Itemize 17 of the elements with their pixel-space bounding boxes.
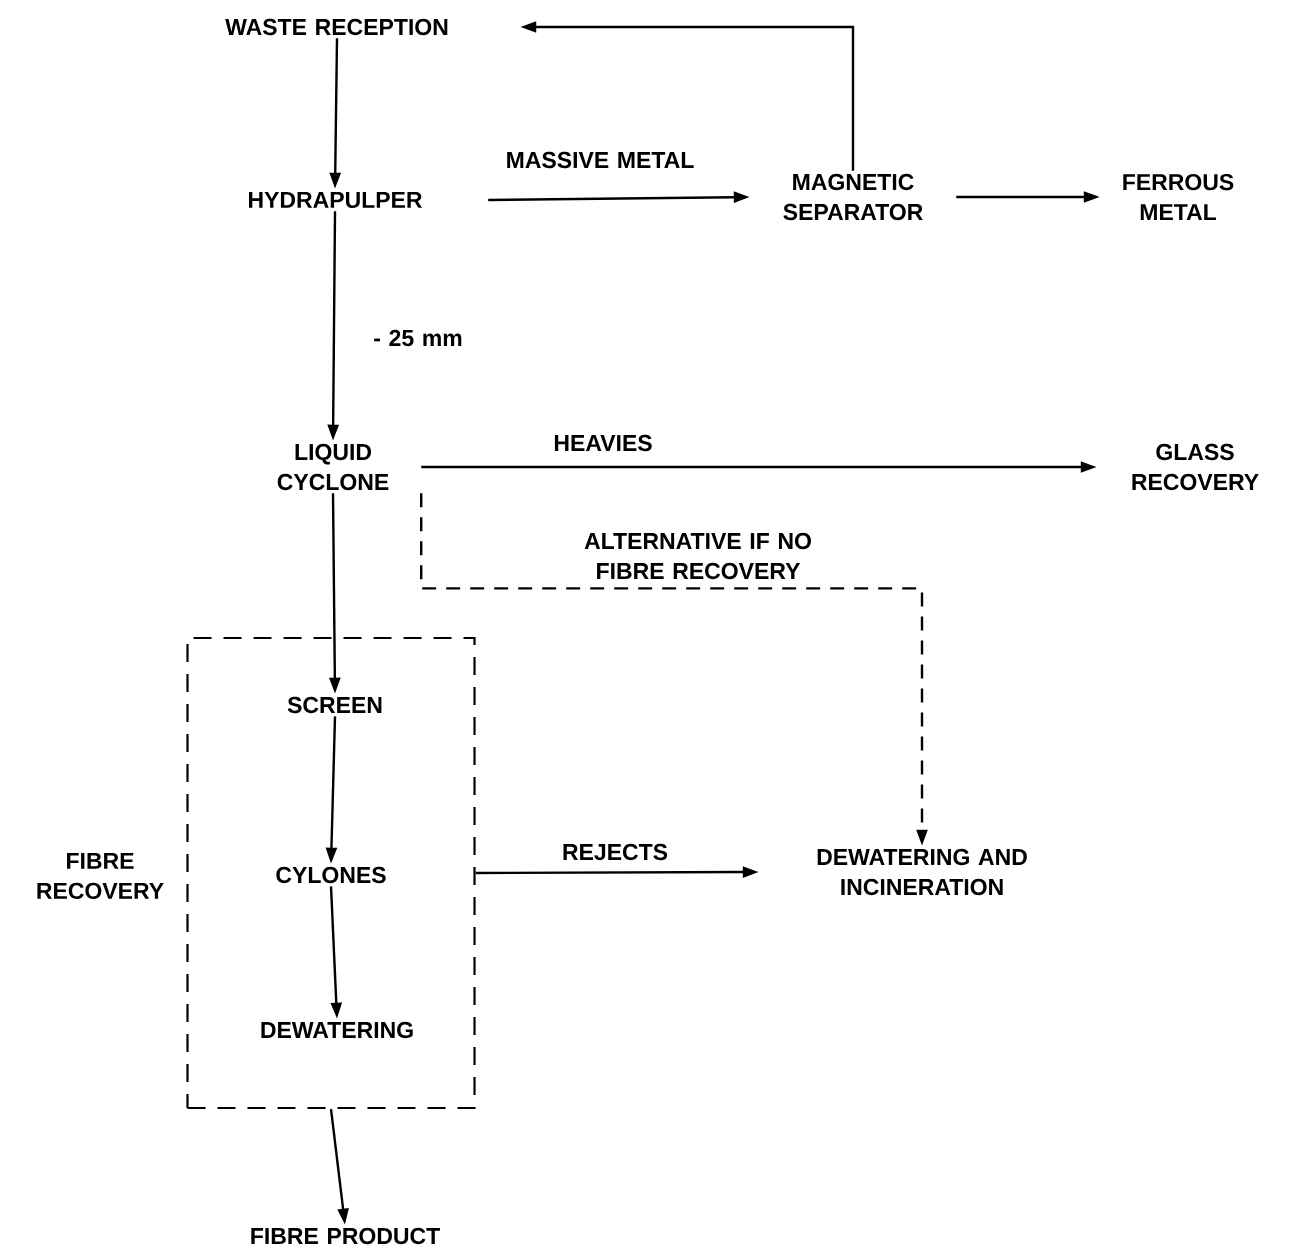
edge-label: MASSIVE METAL <box>507 151 694 169</box>
process-label: DEWATERING <box>261 1021 413 1039</box>
process-label: CYLONES <box>276 866 386 884</box>
process-label: WASTE RECEPTION <box>225 18 448 36</box>
process-label: LIQUID CYCLONE <box>277 443 389 491</box>
process-label: SCREEN <box>287 696 382 714</box>
edge-label: HEAVIES <box>554 434 652 452</box>
process-label: GLASS RECOVERY <box>1132 443 1259 491</box>
process-label: FERROUS METAL <box>1123 173 1234 221</box>
edge-label: REJECTS <box>563 843 668 861</box>
process-label: DEWATERING AND INCINERATION <box>817 848 1027 896</box>
edge-label: - 25 mm <box>374 329 462 347</box>
group-heading: FIBRE RECOVERY <box>37 853 164 899</box>
edge-label: ALTERNATIVE IF NO FIBRE RECOVERY <box>584 532 811 580</box>
process-label: FIBRE PRODUCT <box>251 1227 440 1245</box>
process-label: HYDRAPULPER <box>249 191 423 208</box>
process-label: MAGNETIC SEPARATOR <box>783 173 923 221</box>
